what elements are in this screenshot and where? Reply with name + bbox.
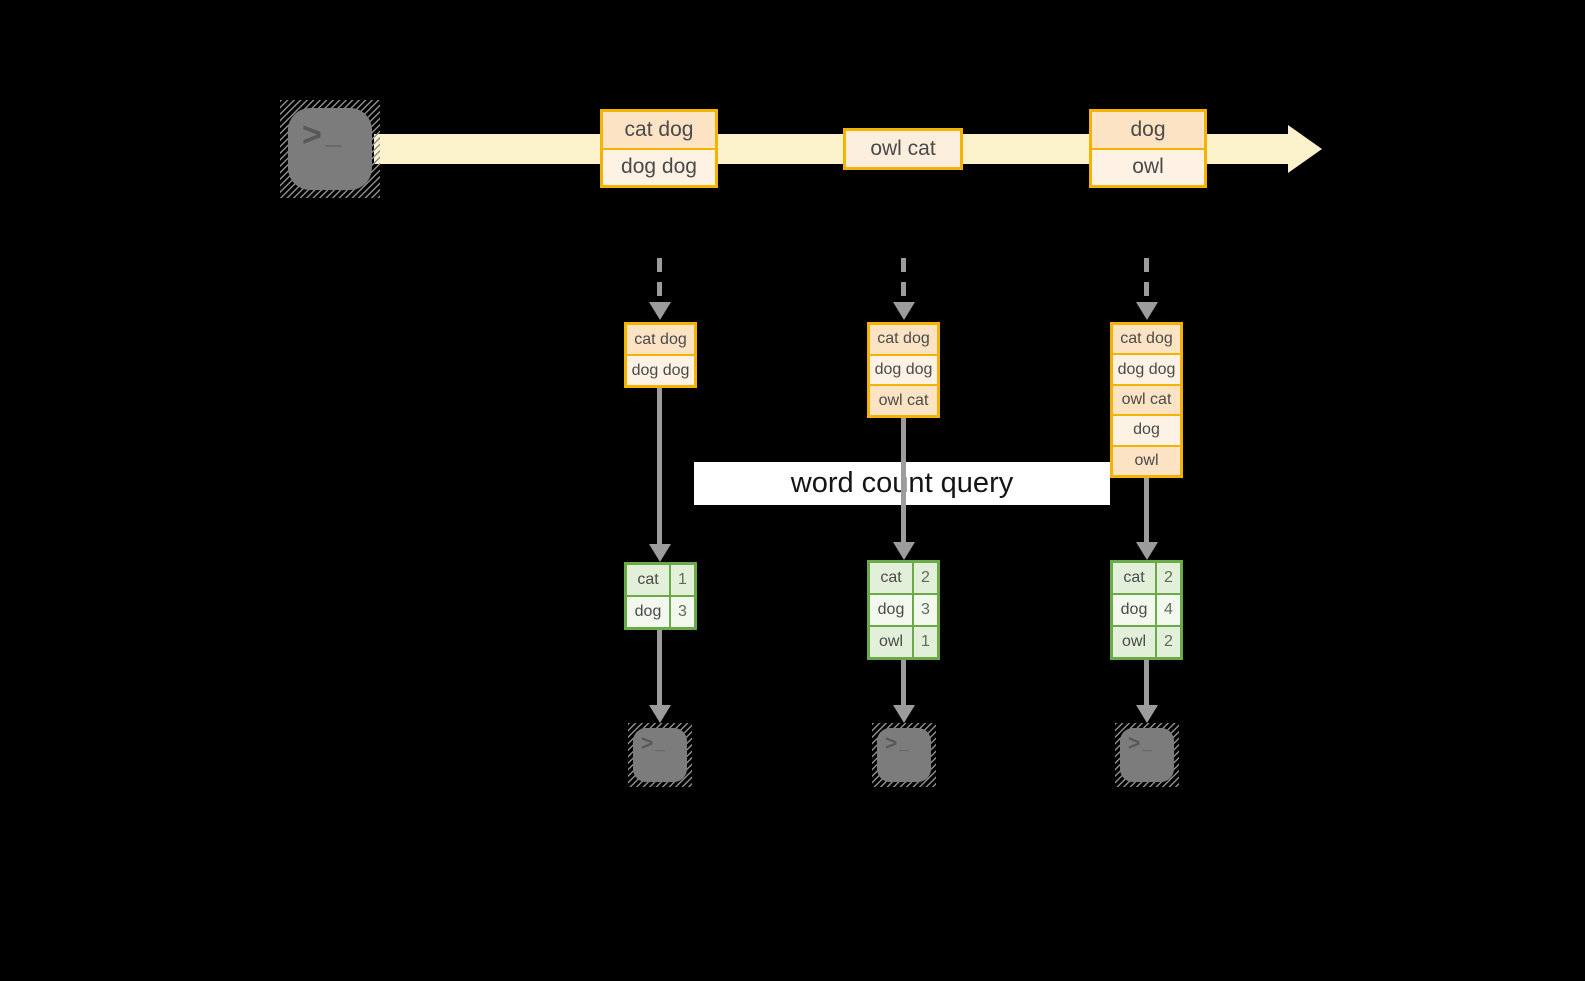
prompt-icon: > [641,732,654,755]
word-count-table-3: cat 2 dog 4 owl 2 [1110,560,1183,660]
count-cell: 3 [671,597,694,627]
terminal-screen: > _ [633,728,687,782]
count-cell: 2 [1157,627,1180,657]
state-item: cat dog [870,325,937,354]
dashed-arrow-head [893,302,915,320]
cursor-icon: _ [899,734,909,753]
sink-terminal-icon-1: > _ [628,723,692,787]
count-cell: 1 [671,565,694,595]
state-item: dog dog [627,356,694,385]
word-cell: dog [1113,595,1155,625]
count-cell: 1 [914,627,937,657]
state-item: owl [1113,446,1180,476]
dashed-arrow-head [1136,302,1158,320]
dashed-arrow-line [1144,258,1149,302]
down-arrow-line [657,630,662,705]
count-cell: 2 [914,563,937,593]
word-cell: cat [1113,563,1155,593]
down-arrow-line [901,418,906,542]
down-arrow-head [893,542,915,560]
down-arrow-head [1136,705,1158,723]
down-arrow-head [1136,542,1158,560]
prompt-icon: > [1128,732,1141,755]
state-buffer-box-3: cat dog dog dog owl cat dog owl [1110,322,1183,478]
word-cell: cat [870,563,912,593]
word-cell: owl [1113,627,1155,657]
word-cell: dog [870,595,912,625]
cursor-icon: _ [1142,734,1152,753]
sink-terminal-icon-3: > _ [1115,723,1179,787]
stream-batch-box-2: owl cat [843,128,963,170]
terminal-screen: > _ [1120,728,1174,782]
batch-item: owl cat [846,131,960,167]
batch-item: cat dog [603,112,715,148]
stream-batch-box-1: cat dog dog dog [600,109,718,188]
down-arrow-head [649,544,671,562]
word-cell: dog [627,597,669,627]
state-buffer-box-1: cat dog dog dog [624,322,697,388]
down-arrow-line [657,388,662,544]
stream-arrow-head [1288,125,1322,173]
dashed-arrow-head [649,302,671,320]
sink-terminal-icon-2: > _ [872,723,936,787]
batch-item: dog dog [603,149,715,185]
dashed-arrow-line [901,258,906,302]
cursor-icon: _ [325,118,342,149]
word-cell: owl [870,627,912,657]
down-arrow-line [1144,478,1149,542]
prompt-icon: > [885,732,898,755]
state-item: dog [1113,416,1180,445]
down-arrow-line [1144,660,1149,705]
batch-item: dog [1092,112,1204,148]
state-item: dog dog [870,355,937,385]
source-terminal-icon: > _ [280,100,380,198]
state-item: dog dog [1113,355,1180,384]
terminal-screen: > _ [877,728,931,782]
count-cell: 2 [1157,563,1180,593]
down-arrow-head [649,705,671,723]
down-arrow-head [893,705,915,723]
state-item: cat dog [1113,325,1180,354]
count-cell: 3 [914,595,937,625]
batch-item: owl [1092,149,1204,185]
terminal-screen: > _ [288,108,372,190]
stream-batch-box-3: dog owl [1089,109,1207,188]
dashed-arrow-line [657,258,662,302]
count-cell: 4 [1157,595,1180,625]
state-item: owl cat [870,386,937,416]
word-cell: cat [627,565,669,595]
cursor-icon: _ [655,734,665,753]
state-item: owl cat [1113,385,1180,415]
prompt-icon: > [302,116,322,154]
state-item: cat dog [627,325,694,354]
state-buffer-box-2: cat dog dog dog owl cat [867,322,940,418]
word-count-table-1: cat 1 dog 3 [624,562,697,630]
down-arrow-line [901,660,906,705]
word-count-table-2: cat 2 dog 3 owl 1 [867,560,940,660]
